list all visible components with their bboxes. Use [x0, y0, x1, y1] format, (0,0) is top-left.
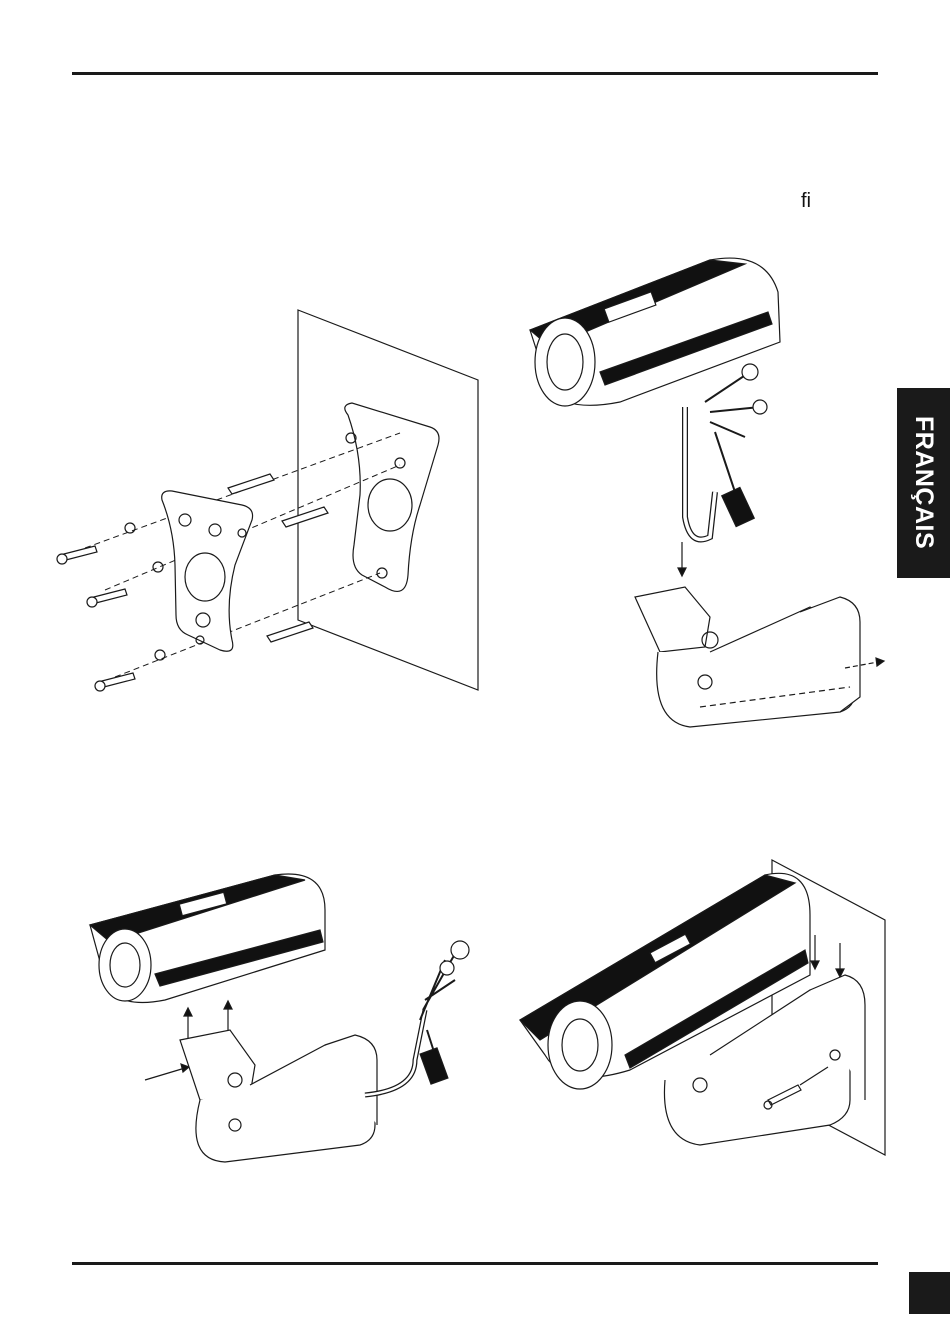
language-tab-label: FRANÇAIS	[909, 416, 938, 549]
wall-bracket-mounting-diagram	[50, 305, 490, 700]
language-tab: FRANÇAIS	[897, 388, 950, 578]
cable-routing-diagram	[510, 252, 895, 742]
camera-on-wall-diagram	[510, 855, 895, 1165]
header-rule	[72, 72, 878, 75]
camera-attach-diagram	[85, 870, 470, 1170]
page-number-block	[909, 1272, 950, 1314]
ligature-glyph: ﬁ	[801, 190, 811, 212]
footer-rule	[72, 1262, 878, 1265]
